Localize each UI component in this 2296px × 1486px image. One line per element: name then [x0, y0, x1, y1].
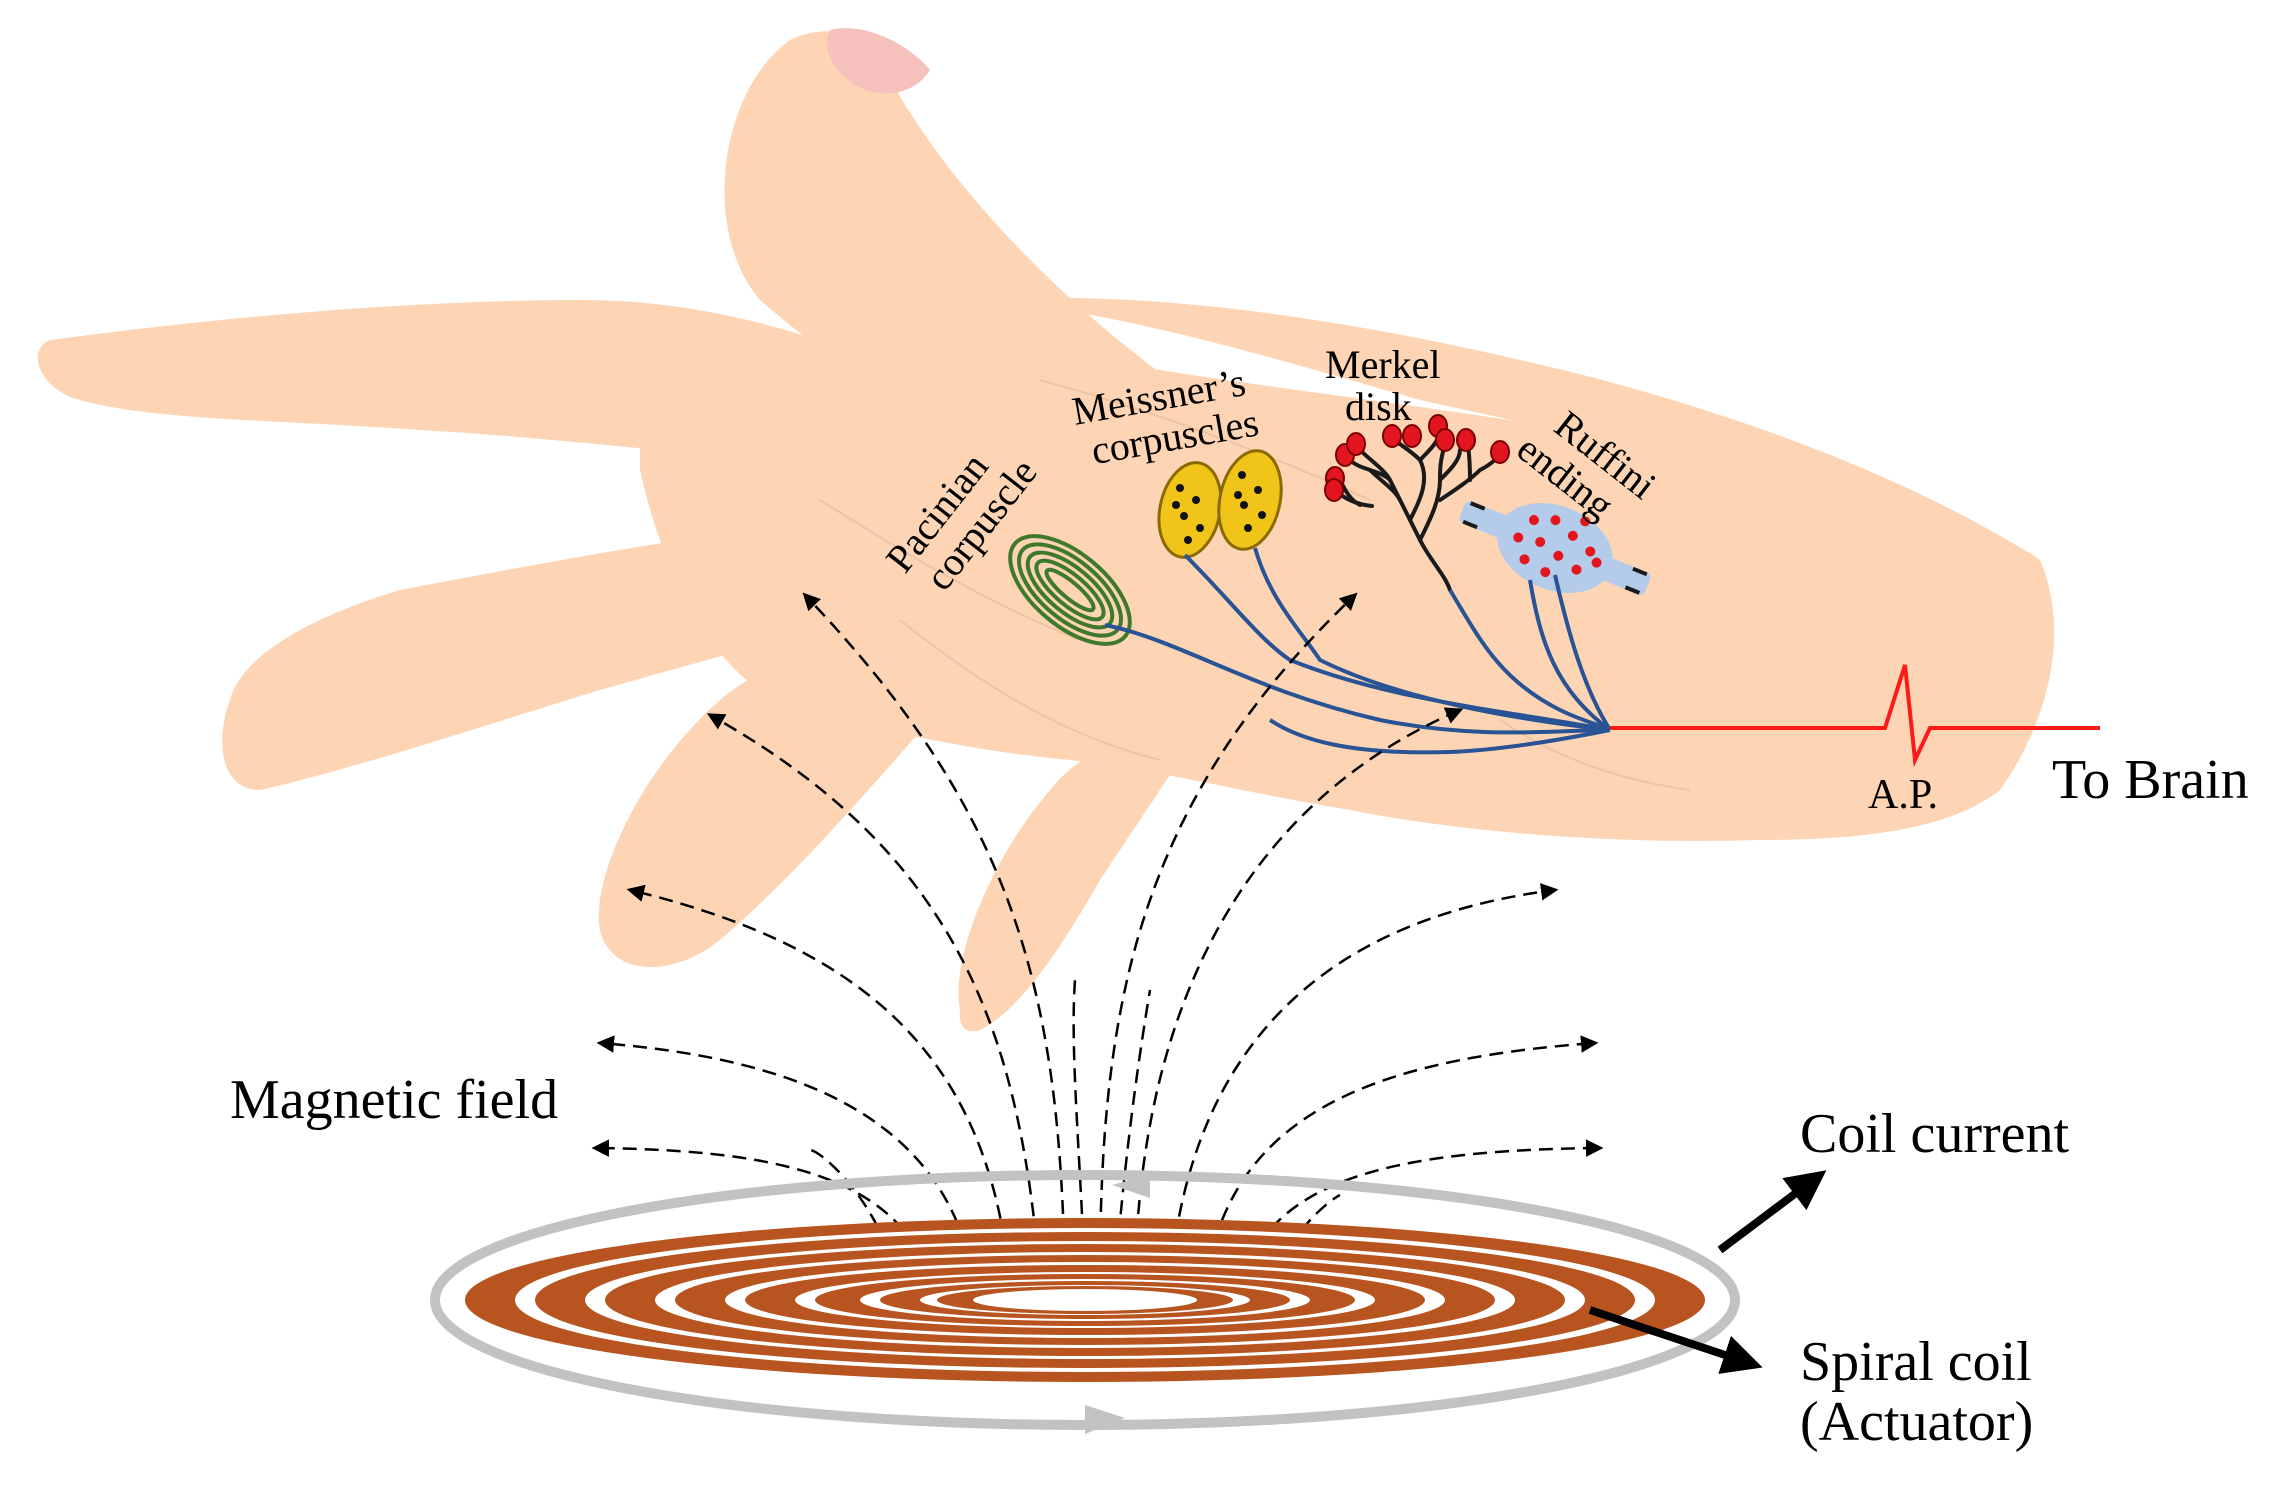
spiral-coil-label: Spiral coil (Actuator) — [1800, 1331, 2046, 1453]
field-line — [1238, 1139, 1604, 1287]
field-line — [802, 592, 1067, 1281]
to-brain-label: To Brain — [2052, 749, 2249, 811]
spiral-coil-pointer — [1588, 1306, 1763, 1374]
meissner-corpuscles — [1157, 449, 1283, 559]
hand — [37, 28, 2055, 1032]
coil-current-pointer — [1717, 1170, 1827, 1254]
spiral-coil — [430, 1170, 1740, 1434]
little-finger — [598, 646, 930, 968]
middle-finger — [37, 300, 961, 470]
field-line — [706, 713, 1042, 1283]
ruffini-ending — [1459, 501, 1651, 595]
fingernail — [826, 28, 930, 94]
action-potential-trace — [1610, 664, 2100, 768]
pacinian-corpuscle — [1008, 534, 1132, 646]
merkel-disk — [1324, 414, 1510, 592]
index-finger — [724, 31, 1300, 440]
current-arrow-top-icon — [1112, 1175, 1150, 1198]
field-line — [1133, 707, 1464, 1281]
field-line — [1268, 1193, 1341, 1289]
ap-label: A.P. — [1868, 772, 1938, 818]
merkel-label: Merkel disk — [1325, 342, 1451, 429]
finger-tip — [958, 743, 1180, 1032]
field-line — [591, 1139, 937, 1288]
field-line — [596, 1035, 977, 1287]
current-arrow-bottom-icon — [1085, 1405, 1125, 1434]
nerve-fibers — [1104, 547, 1612, 755]
field-line — [1168, 883, 1559, 1283]
magnetic-field-label: Magnetic field — [230, 1069, 558, 1131]
field-line — [1098, 592, 1358, 1279]
coil-current-label: Coil current — [1800, 1103, 2069, 1165]
field-line — [626, 884, 1012, 1285]
ring-finger — [222, 520, 1020, 790]
